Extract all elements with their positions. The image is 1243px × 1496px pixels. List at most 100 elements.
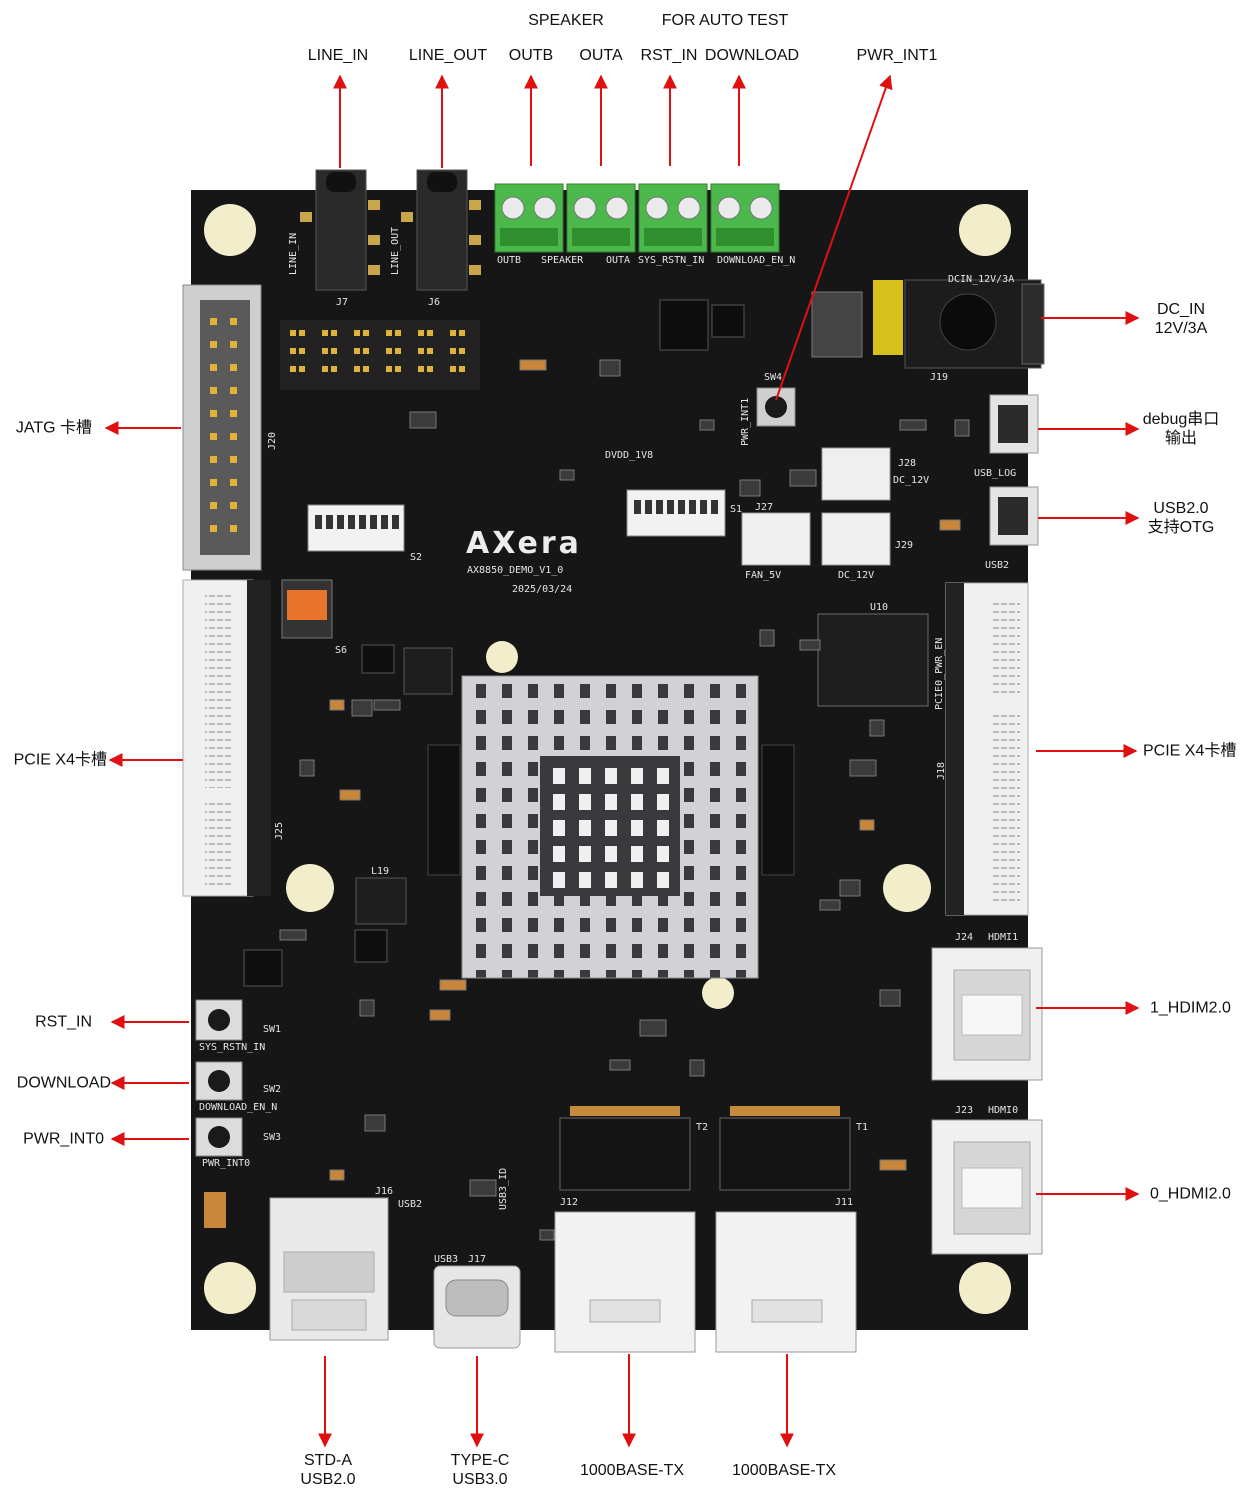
smd-part — [373, 699, 401, 711]
silk-j7: J7 — [336, 297, 348, 308]
jtag-pin — [230, 479, 237, 486]
dip-switch-s6-knob — [287, 590, 327, 620]
jtag-pin — [210, 364, 217, 371]
label-usb2-otg: USB2.0 支持OTG — [1148, 499, 1215, 537]
silk-j29: J29 — [895, 540, 913, 551]
jtag-pin — [210, 479, 217, 486]
silk-j23: J23 — [955, 1105, 973, 1116]
smd-part — [859, 819, 875, 831]
jumper-pin — [290, 348, 296, 354]
silk-j25: J25 — [274, 822, 285, 840]
label-type-c-line2: USB3.0 — [452, 1471, 508, 1488]
silk-t1: T1 — [856, 1122, 868, 1133]
smd-part — [439, 979, 467, 991]
jtag-pin — [230, 387, 237, 394]
dip-switch-s1-levers — [634, 500, 718, 514]
jumper-pin — [386, 330, 392, 336]
label-dc-in: DC_IN 12V/3A — [1155, 300, 1207, 338]
smd-part — [759, 629, 775, 647]
dip-lever — [359, 515, 366, 529]
label-speaker: SPEAKER — [528, 12, 604, 29]
chip — [659, 299, 709, 351]
smd-part — [599, 359, 621, 377]
jumper-pin — [290, 366, 296, 372]
pcie-slot-left — [182, 579, 271, 897]
silk-u10: U10 — [870, 602, 888, 613]
silk-j11: J11 — [835, 1197, 853, 1208]
heatsink-slot — [657, 820, 669, 836]
jumper-pin — [450, 330, 456, 336]
jumper-pin — [418, 348, 424, 354]
heatsink-slot — [631, 794, 643, 810]
heatsink-slot — [605, 768, 617, 784]
smd-part — [899, 419, 927, 431]
smd-part — [359, 999, 375, 1017]
label-usb2-line2: 支持OTG — [1147, 519, 1215, 536]
silk-line-in: LINE_IN — [288, 233, 299, 275]
heatsink-slot — [657, 768, 669, 784]
chip — [711, 304, 745, 338]
mounting-hole — [702, 977, 734, 1009]
jtag-pin — [210, 456, 217, 463]
dip-lever — [689, 500, 696, 514]
silk-j27: J27 — [755, 502, 773, 513]
jumper-pin — [331, 366, 337, 372]
jumper-pin — [395, 366, 401, 372]
connector-j28 — [821, 447, 891, 501]
smd-part — [339, 789, 361, 801]
smd-part — [539, 1229, 555, 1241]
heatsink-slot — [631, 846, 643, 862]
jtag-pin — [210, 502, 217, 509]
jumper-pin — [322, 366, 328, 372]
label-std-a-line1: STD-A — [303, 1452, 352, 1469]
transformer-t1 — [719, 1117, 851, 1191]
label-rst-in-left: RST_IN — [35, 1013, 92, 1031]
label-outb: OUTB — [508, 47, 554, 64]
smd-part — [519, 359, 547, 371]
jtag-pin — [210, 410, 217, 417]
silk-sw1: SW1 — [263, 1024, 281, 1035]
jumper-pin — [354, 330, 360, 336]
line-out-jack — [401, 169, 481, 291]
heatsink-core-slots — [553, 768, 669, 888]
sw1-button — [195, 999, 243, 1041]
heatsink-slot — [553, 872, 565, 888]
mounting-hole — [486, 641, 518, 673]
silk-download-en-n-b: DOWNLOAD_EN_N — [199, 1102, 277, 1113]
silk-sw2: SW2 — [263, 1084, 281, 1095]
chip — [243, 949, 283, 987]
silk-speaker: SPEAKER — [541, 255, 584, 266]
silk-j24: J24 — [955, 932, 973, 943]
smd-part — [299, 759, 315, 777]
jtag-pin — [230, 410, 237, 417]
jumper-pin — [459, 348, 465, 354]
silk-j18: J18 — [936, 762, 947, 780]
dc-barrel-jack — [904, 279, 1045, 369]
silk-j20: J20 — [267, 432, 278, 450]
callout-arrows — [104, 74, 1140, 1448]
heatsink-slot — [605, 820, 617, 836]
silk-s2: S2 — [410, 552, 422, 563]
smd-part — [849, 759, 877, 777]
dip-lever — [634, 500, 641, 514]
silk-line-out: LINE_OUT — [390, 227, 401, 275]
jumper-pin — [418, 366, 424, 372]
heatsink-slot — [553, 820, 565, 836]
smd-part — [839, 879, 861, 897]
label-debug-line1: debug串口 — [1142, 411, 1220, 428]
silk-t2: T2 — [696, 1122, 708, 1133]
hdmi0-connector — [931, 1119, 1043, 1255]
label-line-in: LINE_IN — [307, 47, 369, 64]
hdmi1-connector — [931, 947, 1043, 1081]
heatsink-slot — [657, 872, 669, 888]
label-eth-right: 1000BASE-TX — [731, 1462, 837, 1479]
label-pwr-int0: PWR_INT0 — [23, 1130, 104, 1148]
label-debug: debug串口 输出 — [1143, 410, 1220, 448]
dip-switch-s1 — [626, 489, 726, 537]
dip-lever — [315, 515, 322, 529]
label-hdmi0: 0_HDMI2.0 — [1150, 1185, 1231, 1203]
dip-lever — [381, 515, 388, 529]
label-jatg: JATG 卡槽 — [15, 419, 92, 437]
silk-outa: OUTA — [606, 255, 630, 266]
usb-type-c-connector — [433, 1265, 521, 1349]
